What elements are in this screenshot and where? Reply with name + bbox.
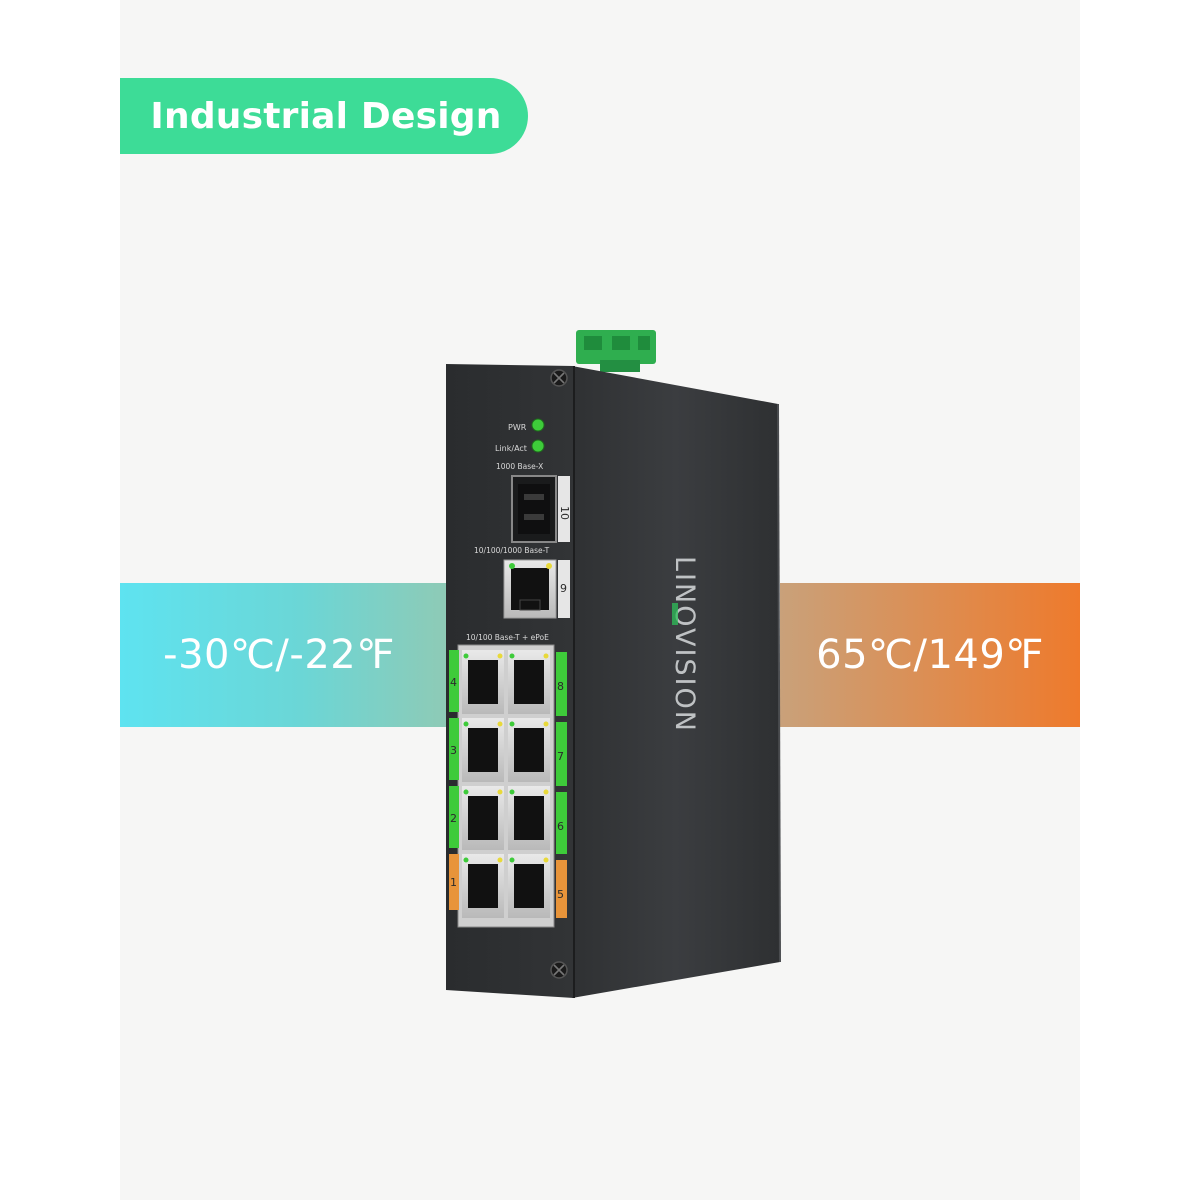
- pwr-led-label: PWR: [508, 423, 527, 432]
- port-number-8: 8: [557, 680, 564, 693]
- port-tag-5: [556, 860, 567, 918]
- rj45-port-6: [508, 786, 550, 850]
- rj45-port-7: [508, 718, 550, 782]
- poe-port-block: [457, 644, 555, 928]
- port-tag-8: [556, 652, 567, 716]
- uplink-port-tag: [558, 560, 570, 618]
- high-temperature-band: 65℃/149℉: [780, 583, 1080, 727]
- industrial-design-badge: Industrial Design: [120, 78, 528, 154]
- port-tag-1: [449, 854, 459, 910]
- sfp-port-tag: [558, 476, 570, 542]
- link-act-led-label: Link/Act: [495, 444, 527, 453]
- uplink-label: 10/100/1000 Base-T: [474, 546, 550, 555]
- port-number-6: 6: [557, 820, 564, 833]
- rj45-port-5: [508, 854, 550, 918]
- sfp-port-number: 10: [558, 506, 571, 520]
- low-temperature-label: -30℃/-22℉: [163, 632, 395, 678]
- port-number-2: 2: [450, 812, 457, 825]
- screw-icon: [550, 961, 568, 979]
- port-tag-6: [556, 792, 567, 854]
- uplink-port-number: 9: [560, 582, 567, 595]
- port-number-3: 3: [450, 744, 457, 757]
- port-tag-3: [449, 718, 459, 780]
- port-tag-7: [556, 722, 567, 786]
- port-number-5: 5: [557, 888, 564, 901]
- port-tag-4: [449, 650, 459, 712]
- brand-logo-accent: [672, 603, 678, 625]
- rj45-port-8: [508, 650, 550, 714]
- brand-logo: LINOVISION: [669, 556, 700, 733]
- screw-icon: [550, 369, 568, 387]
- link-act-led-icon: [531, 439, 545, 453]
- poe-label: 10/100 Base-T + ePoE: [466, 633, 549, 642]
- sfp-label: 1000 Base-X: [496, 462, 543, 471]
- housing-side: [572, 366, 780, 998]
- port-number-4: 4: [450, 676, 457, 689]
- port-number-1: 1: [450, 876, 457, 889]
- low-temperature-band: -30℃/-22℉: [120, 583, 450, 727]
- pwr-led-icon: [531, 418, 545, 432]
- port-number-7: 7: [557, 750, 564, 763]
- high-temperature-label: 65℃/149℉: [816, 632, 1044, 678]
- rj45-port-4: [462, 650, 504, 714]
- power-terminal-block: [576, 330, 656, 372]
- rj45-port-1: [462, 854, 504, 918]
- port-tag-2: [449, 786, 459, 848]
- rj45-port-2: [462, 786, 504, 850]
- badge-label: Industrial Design: [150, 95, 502, 137]
- rj45-port-3: [462, 718, 504, 782]
